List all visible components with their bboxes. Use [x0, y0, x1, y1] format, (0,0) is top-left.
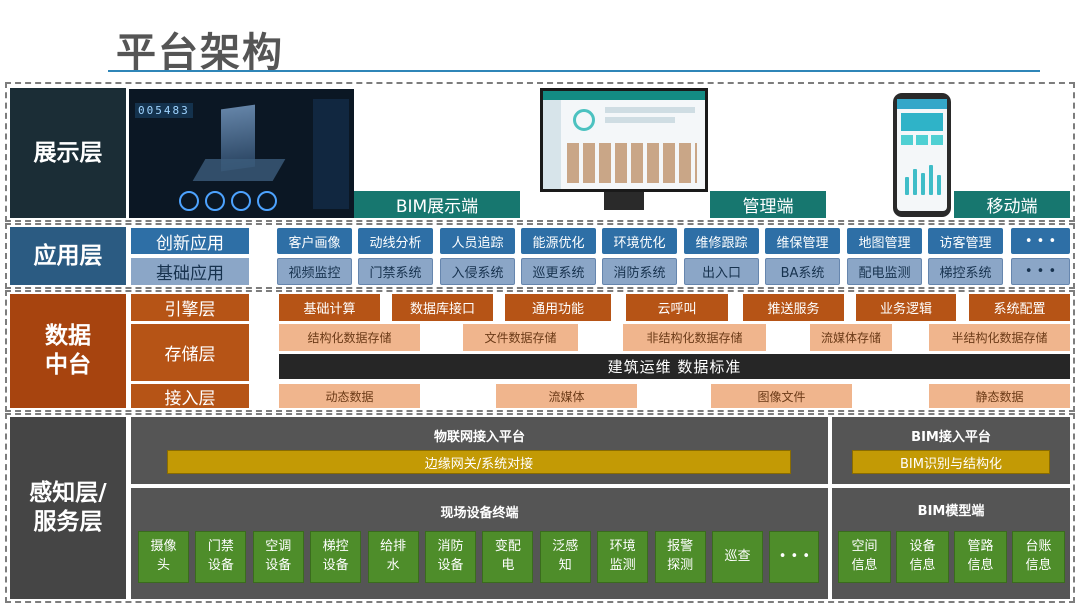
- basic-app-item: 配电监测: [847, 258, 922, 285]
- basic-apps-label: 基础应用: [131, 258, 249, 285]
- data-standard-bar: 建筑运维 数据标准: [279, 354, 1070, 379]
- basic-app-item: 消防系统: [602, 258, 677, 285]
- innovative-app-item: 客户画像: [277, 228, 352, 254]
- display-layer-frame: [5, 82, 1075, 222]
- device-item: 梯控 设备: [310, 531, 362, 583]
- bim-base-graphic: [192, 159, 286, 181]
- engine-item: 基础计算: [279, 294, 380, 321]
- edge-gateway-bar: 边缘网关/系统对接: [167, 450, 791, 474]
- iot-platform-title: 物联网接入平台: [433, 430, 525, 445]
- phone-illustration: [893, 93, 951, 217]
- innovative-app-item: 维保管理: [765, 228, 840, 254]
- basic-app-item: 梯控系统: [928, 258, 1003, 285]
- gauge-icon: [231, 191, 251, 211]
- engine-item: 业务逻辑: [856, 294, 956, 321]
- engine-item: 数据库接口: [392, 294, 493, 321]
- device-item: 空调 设备: [252, 531, 304, 583]
- basic-app-item: 入侵系统: [440, 258, 515, 285]
- storage-item: 非结构化数据存储: [623, 324, 766, 351]
- access-layer-label: 接入层: [131, 384, 249, 409]
- gauge-icon: [205, 191, 225, 211]
- device-item: 报警 探测: [654, 531, 706, 583]
- display-layer-label: 展示层: [10, 88, 126, 218]
- sense-layer-label: 感知层/ 服务层: [10, 417, 126, 599]
- sense-layer-frame: [5, 413, 1075, 603]
- data-center-label-text: 数据 中台: [45, 323, 91, 378]
- application-layer-label: 应用层: [10, 227, 126, 285]
- innovative-app-item: 维修跟踪: [684, 228, 759, 254]
- bim-counter: 005483: [135, 103, 193, 118]
- endpoint-mobile: 移动端: [954, 191, 1070, 218]
- engine-item: 云呼叫: [626, 294, 728, 321]
- storage-item: 结构化数据存储: [279, 324, 420, 351]
- storage-item: 文件数据存储: [463, 324, 578, 351]
- application-layer-frame: [5, 223, 1075, 289]
- device-item: 巡查: [712, 531, 763, 583]
- innovative-app-item: 环境优化: [602, 228, 677, 254]
- field-devices-panel: [131, 488, 828, 599]
- storage-item: 半结构化数据存储: [929, 324, 1070, 351]
- field-devices-title: 现场设备终端: [440, 506, 519, 521]
- access-item: 动态数据: [279, 384, 420, 408]
- device-item: 变配 电: [482, 531, 534, 583]
- bim-access-title: BIM接入平台: [911, 430, 991, 445]
- innovative-apps-label: 创新应用: [131, 228, 249, 254]
- bim-gauge-row: [179, 191, 299, 213]
- endpoint-bim: BIM展示端: [354, 191, 520, 218]
- engine-item: 通用功能: [505, 294, 611, 321]
- device-item: 环境 监测: [597, 531, 649, 583]
- gauge-icon: [179, 191, 199, 211]
- sense-layer-label-text: 感知层/ 服务层: [29, 480, 107, 535]
- access-item: 静态数据: [929, 384, 1070, 408]
- data-center-label: 数据 中台: [10, 294, 126, 408]
- bim-side-panel: [313, 99, 349, 209]
- innovative-app-item: 访客管理: [928, 228, 1003, 254]
- monitor-screen: [540, 88, 708, 192]
- access-item: 流媒体: [496, 384, 637, 408]
- innovative-app-item: 地图管理: [847, 228, 922, 254]
- monitor-stand: [604, 192, 644, 210]
- gauge-icon: [257, 191, 277, 211]
- basic-app-item: 巡更系统: [521, 258, 596, 285]
- storage-layer-label: 存储层: [131, 324, 249, 381]
- innovative-app-item: 动线分析: [358, 228, 433, 254]
- endpoint-management: 管理端: [710, 191, 826, 218]
- bim-screenshot: 005483: [129, 89, 354, 218]
- page-title: 平台架构: [116, 30, 284, 76]
- innovative-app-item: 人员追踪: [440, 228, 515, 254]
- monitor-illustration: [540, 88, 708, 218]
- basic-app-item: 门禁系统: [358, 258, 433, 285]
- device-item: • • •: [769, 531, 820, 583]
- engine-item: 系统配置: [969, 294, 1070, 321]
- device-item: 门禁 设备: [195, 531, 247, 583]
- basic-app-item: BA系统: [765, 258, 840, 285]
- device-item: 泛感 知: [539, 531, 591, 583]
- bim-model-item: 管路 信息: [954, 531, 1007, 583]
- innovative-app-item: 能源优化: [521, 228, 596, 254]
- bim-model-item: 空间 信息: [838, 531, 891, 583]
- data-center-frame: [5, 290, 1075, 412]
- access-item: 图像文件: [711, 384, 852, 408]
- basic-app-item: 视频监控: [277, 258, 352, 285]
- innovative-app-item: • • •: [1011, 228, 1070, 254]
- bim-model-item: 台账 信息: [1012, 531, 1065, 583]
- bim-recognition-bar: BIM识别与结构化: [852, 450, 1050, 474]
- bim-model-title: BIM模型端: [917, 504, 985, 519]
- bim-model-item: 设备 信息: [896, 531, 949, 583]
- device-item: 消防 设备: [425, 531, 476, 583]
- device-item: 摄像 头: [138, 531, 189, 583]
- basic-app-item: • • •: [1011, 258, 1070, 285]
- basic-app-item: 出入口: [684, 258, 759, 285]
- title-underline: [108, 70, 1040, 72]
- engine-layer-label: 引擎层: [131, 294, 249, 321]
- device-item: 给排 水: [367, 531, 419, 583]
- engine-item: 推送服务: [743, 294, 844, 321]
- storage-item: 流媒体存储: [810, 324, 892, 351]
